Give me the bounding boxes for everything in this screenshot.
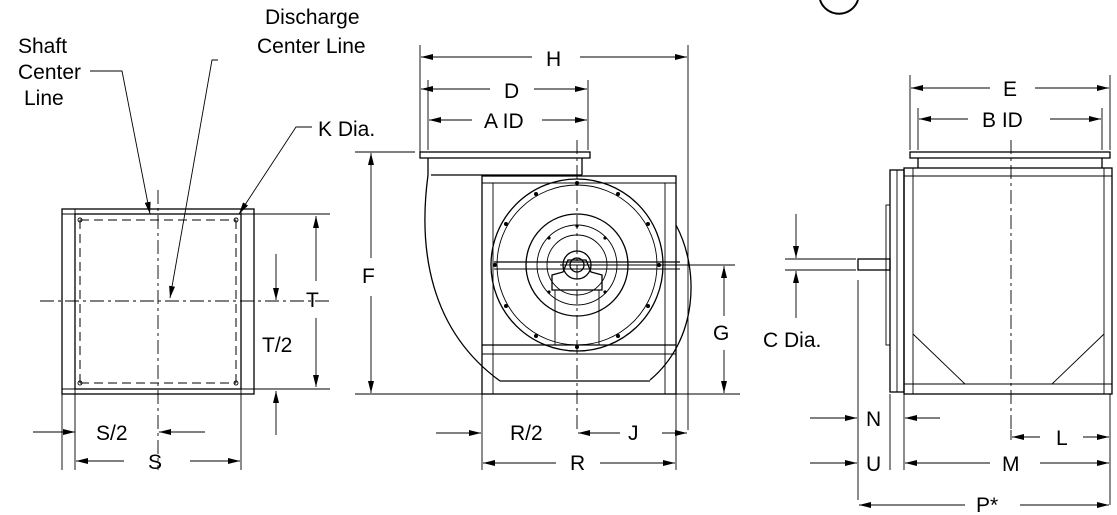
t-label: T bbox=[306, 289, 319, 312]
n-label: N bbox=[866, 408, 881, 431]
p-star-label: P* bbox=[976, 494, 998, 515]
front-view: E B ID C Dia. N U L M P* bbox=[763, 75, 1113, 515]
discharge-center-line-label-1: Discharge bbox=[265, 6, 360, 29]
discharge-center-line-leader bbox=[169, 59, 218, 299]
shaft bbox=[857, 258, 891, 271]
j-label: J bbox=[628, 422, 639, 445]
k-dia-label: K Dia. bbox=[318, 118, 375, 141]
h-label: H bbox=[546, 48, 561, 71]
f-label: F bbox=[362, 265, 375, 288]
d-label: D bbox=[504, 80, 519, 103]
e-label: E bbox=[1003, 78, 1017, 101]
b-id-label: B ID bbox=[982, 109, 1023, 132]
shaft-center-line-leader bbox=[90, 70, 151, 215]
u-label: U bbox=[866, 453, 881, 476]
a-id-label: A ID bbox=[484, 110, 524, 133]
c-dia-label: C Dia. bbox=[763, 329, 821, 352]
bearing-bracket bbox=[551, 259, 603, 291]
t-half-label: T/2 bbox=[262, 334, 292, 357]
housing-body bbox=[903, 167, 1113, 395]
shaft-center-line-label-2: Center bbox=[18, 61, 81, 84]
discharge-flange bbox=[419, 151, 591, 159]
shaft-center-line-label-1: Shaft bbox=[18, 35, 67, 58]
shaft-center-line-label-3: Line bbox=[24, 87, 64, 110]
s-label: S bbox=[148, 451, 162, 474]
discharge-view: Shaft Center Line Discharge Center Line … bbox=[18, 6, 375, 474]
rotation-symbol bbox=[819, 0, 859, 15]
fan-frame bbox=[481, 175, 677, 395]
side-view: H D A ID F G R/2 J R bbox=[355, 45, 740, 475]
s-half-label: S/2 bbox=[96, 422, 128, 445]
r-label: R bbox=[570, 452, 585, 475]
m-label: M bbox=[1002, 453, 1020, 476]
g-label: G bbox=[713, 322, 729, 345]
k-dia-leader bbox=[238, 126, 312, 215]
l-label: L bbox=[1056, 427, 1068, 450]
scroll-housing bbox=[424, 174, 501, 382]
r-half-label: R/2 bbox=[510, 422, 543, 445]
discharge-center-line-label-2: Center Line bbox=[257, 35, 366, 58]
